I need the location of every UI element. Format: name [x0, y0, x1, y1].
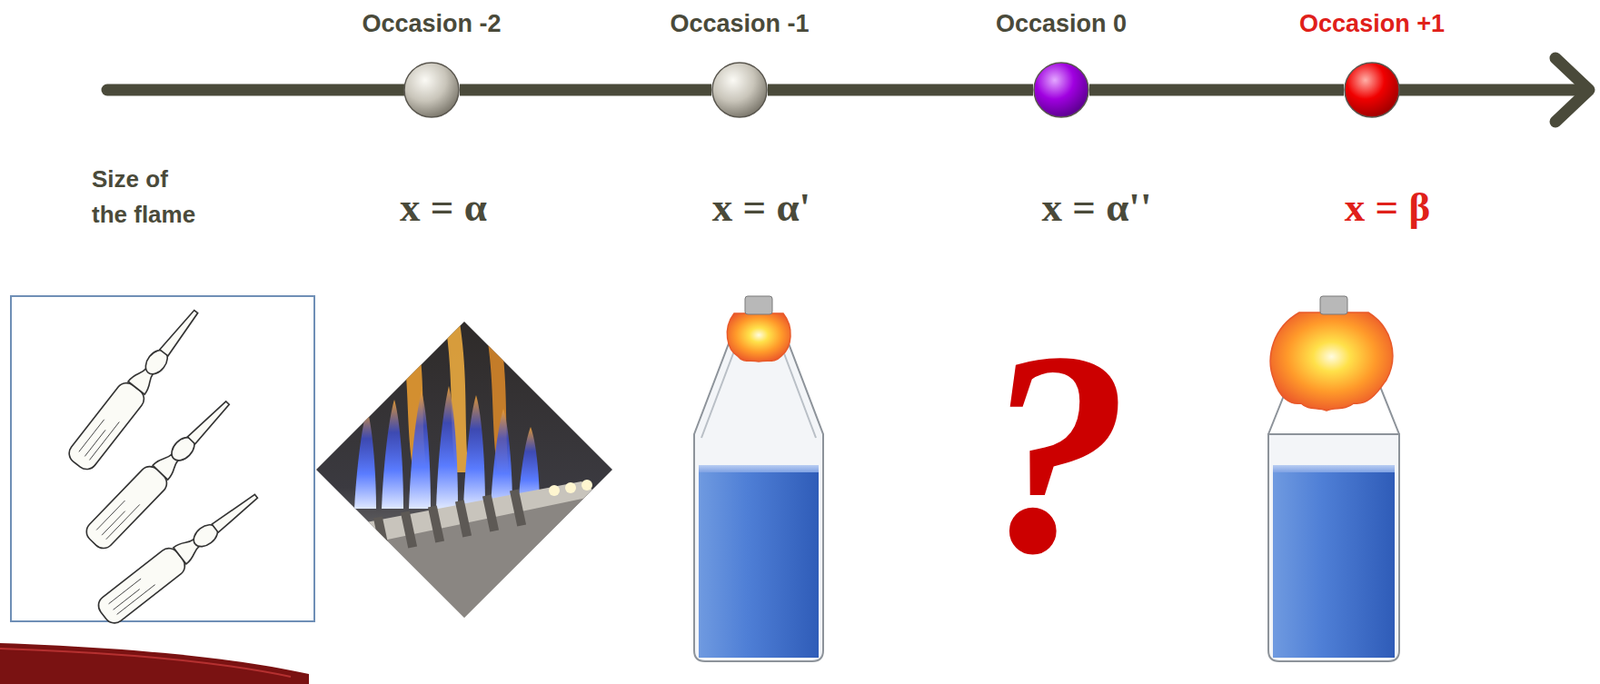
- timeline-segment: [459, 84, 712, 97]
- point-circle: [403, 61, 460, 119]
- timeline-point: Occasion 0: [1033, 61, 1090, 119]
- question-mark: ?: [983, 307, 1129, 598]
- point-circle: [1033, 61, 1090, 119]
- ampoules-picture: [10, 296, 315, 627]
- point-disc: [1344, 62, 1400, 118]
- timeline-tail: [107, 84, 406, 97]
- corner-band-edge: [0, 648, 291, 677]
- bottle-small-flame: [694, 296, 824, 662]
- timeline-segment: [767, 84, 1034, 97]
- timeline-point: Occasion -1: [711, 61, 768, 119]
- occasion-label: Occasion -2: [361, 10, 501, 39]
- corner-band: [0, 643, 309, 684]
- occasion-label: Occasion 0: [995, 10, 1127, 39]
- value-label: x = α: [399, 185, 487, 231]
- occasion-label: Occasion +1: [1299, 10, 1445, 39]
- timeline-segment: [1089, 84, 1344, 97]
- point-circle: [711, 61, 768, 119]
- value-label: x = β: [1344, 185, 1431, 231]
- value-label: x = α': [712, 185, 811, 231]
- burner-photo: [308, 318, 618, 637]
- axis-caption: Size of the flame: [91, 161, 205, 233]
- timeline-line: [1398, 84, 1585, 97]
- point-disc: [404, 62, 459, 118]
- bottle-large-flame: [1268, 296, 1400, 662]
- occasion-label: Occasion -1: [669, 10, 809, 39]
- timeline-arrowhead: [1555, 58, 1590, 122]
- timeline-point: Occasion -2: [403, 61, 460, 119]
- point-circle: [1343, 61, 1401, 119]
- timeline-point: Occasion +1: [1343, 61, 1401, 119]
- value-label: x = α'': [1042, 185, 1153, 231]
- point-disc: [712, 62, 767, 118]
- point-disc: [1033, 62, 1089, 118]
